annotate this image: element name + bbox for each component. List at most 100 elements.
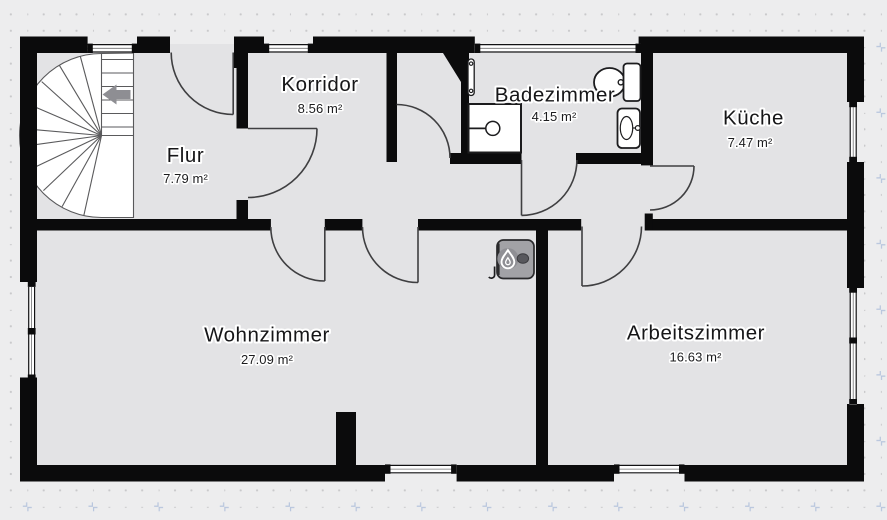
shower-icon[interactable]	[467, 103, 522, 154]
windows[interactable]	[27, 43, 857, 474]
window-part	[264, 36, 313, 44]
wall-segment	[234, 36, 264, 53]
walls	[20, 36, 864, 482]
window-arbeitszimmer[interactable]	[849, 287, 857, 405]
window-part	[385, 473, 457, 482]
room-label-badezimmer: Badezimmer	[495, 84, 616, 107]
window-exterior-slivers	[20, 36, 864, 482]
wall-segment	[847, 162, 864, 288]
wall-segment	[641, 44, 653, 166]
wall-segment	[20, 219, 271, 231]
room-labels: Flur 7.79 m² Korridor 8.56 m² Badezimmer…	[162, 71, 786, 369]
wall-segment	[461, 53, 469, 164]
door-korridor-wohnzimmer[interactable]	[270, 226, 326, 282]
radiator-icon[interactable]	[467, 58, 475, 97]
room-area-wohnzimmer: 27.09 m²	[241, 352, 294, 367]
stair-part	[101, 58, 134, 128]
wall-segment	[324, 219, 363, 231]
wall-segment	[418, 219, 582, 231]
window-part	[856, 102, 864, 162]
window-arbeitszimmer-bottom[interactable]	[614, 464, 685, 474]
window-part	[385, 464, 457, 474]
shower-part	[485, 120, 501, 137]
radiator-part	[468, 61, 474, 66]
room-label-arbeitszimmer: Arbeitszimmer	[627, 322, 765, 345]
window-part	[849, 102, 857, 108]
toilet-icon[interactable]	[593, 62, 642, 102]
sink-icon[interactable]	[616, 107, 641, 149]
room-label-flur: Flur	[167, 144, 205, 167]
window-kueche[interactable]	[849, 102, 857, 162]
window-part	[614, 464, 620, 474]
window-wohnzimmer-bottom[interactable]	[385, 464, 457, 474]
door-korridor-hall[interactable]	[396, 103, 451, 159]
doors[interactable]	[170, 52, 695, 287]
wall-segment	[450, 153, 522, 164]
staircase-treads	[20, 53, 134, 216]
window-part	[87, 44, 137, 53]
wall-segment	[638, 36, 864, 53]
window-part	[451, 464, 457, 474]
stair-direction-arrow-icon	[102, 84, 131, 105]
wall-segment	[847, 36, 864, 102]
stair-part	[61, 135, 102, 207]
bathroom-fixtures	[467, 58, 642, 154]
window-part	[27, 374, 36, 380]
door-badezimmer[interactable]	[520, 159, 578, 217]
window-part	[20, 282, 29, 379]
window-part	[849, 107, 857, 157]
window-part	[679, 464, 685, 474]
wall-segment	[456, 465, 614, 482]
sink-part	[634, 124, 641, 131]
door-swing-arc	[521, 159, 578, 217]
window-part	[87, 36, 137, 44]
window-part	[474, 44, 641, 53]
radiator-part	[468, 88, 474, 94]
door-swing-arc	[361, 226, 419, 284]
window-part	[474, 36, 641, 44]
window-part	[87, 43, 93, 53]
window-part	[28, 287, 36, 328]
window-badezimmer[interactable]	[474, 43, 641, 53]
wall-segment	[20, 377, 37, 482]
spiral-staircase[interactable]	[19, 52, 135, 219]
window-part	[385, 464, 391, 474]
stair-part	[27, 103, 102, 137]
toilet-part	[622, 62, 642, 102]
radiator-part	[467, 58, 475, 97]
stair-part	[43, 135, 102, 191]
door-hall-wohnzimmer[interactable]	[361, 226, 419, 284]
building-floor	[20, 36, 864, 482]
wall-segment	[137, 36, 170, 53]
window-part	[635, 43, 641, 53]
door-entrance[interactable]	[170, 52, 234, 116]
wall-segment	[847, 404, 864, 482]
boiler-icon[interactable]	[488, 239, 535, 280]
stair-part	[79, 56, 103, 136]
door-flur-korridor[interactable]	[247, 127, 318, 199]
door-swing-arc	[649, 165, 695, 211]
wall-segment	[684, 465, 864, 482]
stair-part	[41, 81, 102, 136]
window-stairs[interactable]	[87, 43, 137, 53]
wall-segment	[313, 36, 475, 53]
door-kueche[interactable]	[649, 165, 695, 211]
window-wohnzimmer-left[interactable]	[27, 281, 36, 380]
window-korridor[interactable]	[264, 43, 313, 53]
wall-segment	[386, 53, 397, 162]
wall-segment	[576, 153, 641, 164]
stair-part	[28, 135, 102, 171]
window-part	[849, 156, 857, 162]
window-part	[264, 44, 313, 53]
window-part	[264, 43, 270, 53]
window-part	[28, 334, 36, 375]
window-part	[27, 281, 36, 287]
door-swing-arc	[396, 103, 451, 159]
flame-icon	[500, 248, 516, 270]
window-part	[307, 43, 313, 53]
door-arbeitszimmer[interactable]	[581, 226, 643, 287]
wall-segment	[650, 219, 848, 231]
stair-part	[58, 64, 102, 136]
